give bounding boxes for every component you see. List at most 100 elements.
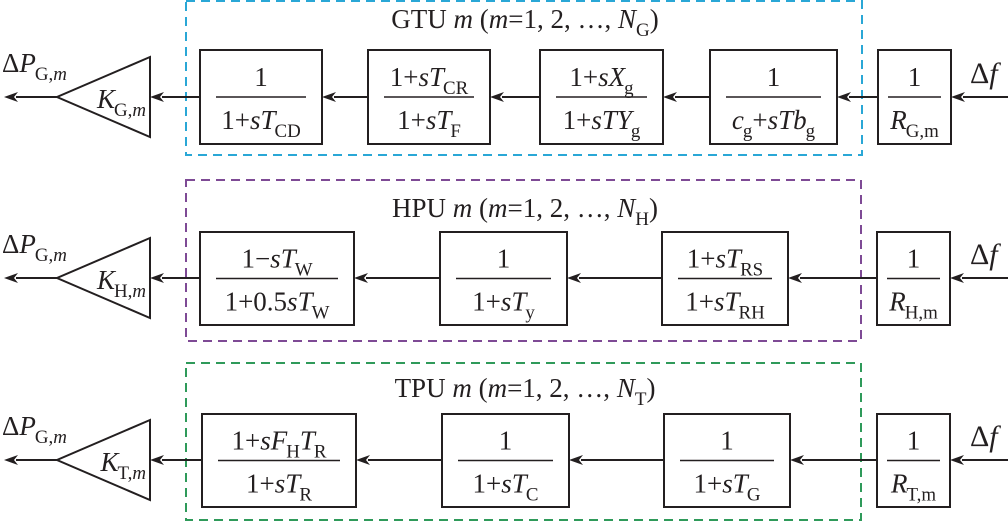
numerator: 1 bbox=[720, 426, 734, 456]
tpu-block-tg: 1 1+sTG bbox=[663, 413, 791, 508]
math-term: 1+ bbox=[563, 105, 592, 135]
math-term: 1 bbox=[497, 244, 511, 274]
math-term: 1+0.5 bbox=[225, 287, 287, 317]
title-part: ) bbox=[649, 193, 658, 223]
signal-arrow-head bbox=[569, 455, 583, 465]
subscript: m bbox=[132, 463, 146, 484]
subscript: T, bbox=[117, 463, 132, 484]
input-signal-label: Δf bbox=[970, 57, 1001, 90]
output-signal-label: ΔPG,m bbox=[2, 411, 67, 448]
math-term: s bbox=[250, 105, 261, 135]
tpu-gain-block: KT,m bbox=[54, 418, 151, 502]
title-part: ( bbox=[472, 373, 488, 403]
gain-triangle bbox=[54, 55, 151, 139]
subscript: H bbox=[286, 442, 300, 463]
math-term: T bbox=[285, 469, 302, 499]
output-arrow-head bbox=[4, 92, 18, 102]
math-term: F bbox=[270, 426, 288, 456]
math-term: s bbox=[714, 287, 725, 317]
denominator: 1+sTG bbox=[694, 469, 761, 506]
title-part: m bbox=[489, 4, 509, 34]
denominator: RG,m bbox=[889, 105, 939, 142]
title-part: T bbox=[635, 389, 647, 410]
numerator: 1+sTCR bbox=[390, 62, 469, 99]
math-term: Δ bbox=[970, 57, 989, 90]
subscript: H, bbox=[114, 281, 132, 302]
title-part: ) bbox=[646, 373, 655, 403]
subscript: CR bbox=[443, 78, 469, 99]
subscript: g bbox=[631, 121, 641, 142]
math-term: K bbox=[96, 265, 117, 295]
gtu-droop-block: 1RG,m bbox=[877, 49, 952, 145]
input-signal-label: Δf bbox=[970, 420, 1001, 453]
title-part: TPU bbox=[395, 373, 446, 403]
math-term: X bbox=[608, 62, 627, 92]
math-term: P bbox=[18, 229, 36, 259]
subscript: g bbox=[806, 121, 816, 142]
math-term: K bbox=[96, 84, 117, 114]
subscript: RS bbox=[740, 260, 763, 281]
math-term: T bbox=[724, 287, 741, 317]
hpu-droop-block: 1RH,m bbox=[876, 231, 951, 326]
math-term: s bbox=[591, 105, 602, 135]
hpu-block-water-hammer: 1−sTW 1+0.5sTW bbox=[199, 231, 355, 326]
math-term: s bbox=[501, 287, 512, 317]
title-part bbox=[447, 4, 454, 34]
subscript: T,m bbox=[906, 485, 936, 506]
subscript: RH bbox=[739, 303, 766, 324]
gain-triangle bbox=[54, 418, 151, 502]
subscript: G, bbox=[114, 100, 132, 121]
tpu-title: TPU m (m=1, 2, …, NT) bbox=[395, 373, 656, 410]
subscript: W bbox=[312, 303, 330, 324]
subscript: C bbox=[526, 485, 539, 506]
signal-arrow-head bbox=[356, 455, 370, 465]
title-part: N bbox=[617, 4, 638, 34]
math-term: 1+ bbox=[397, 105, 426, 135]
math-term: s bbox=[598, 62, 609, 92]
math-term: T bbox=[436, 105, 453, 135]
hpu-title: HPU m (m=1, 2, …, NH) bbox=[392, 193, 658, 230]
denominator: RH,m bbox=[888, 287, 938, 324]
title-part: ) bbox=[650, 4, 659, 34]
math-term: 1+ bbox=[687, 244, 716, 274]
title-part bbox=[446, 373, 453, 403]
signal-arrow-head bbox=[837, 92, 851, 102]
title-part: H bbox=[635, 209, 649, 230]
math-term: 1− bbox=[241, 244, 270, 274]
numerator: 1 bbox=[499, 426, 513, 456]
title-part bbox=[446, 193, 453, 223]
signal-arrow-head bbox=[663, 92, 677, 102]
math-term: f bbox=[989, 238, 1001, 271]
math-term: TY bbox=[602, 105, 635, 135]
gtu-gain-block: KG,m bbox=[54, 55, 151, 139]
title-part: N bbox=[616, 193, 637, 223]
math-term: T bbox=[733, 469, 750, 499]
title-part: =1, 2, …, bbox=[507, 373, 617, 403]
gtu-block-cg-tbg: 1cg+sTbg bbox=[709, 49, 838, 145]
signal-arrow-head bbox=[490, 92, 504, 102]
math-term: T bbox=[281, 244, 298, 274]
denominator: 1+sTy bbox=[472, 287, 535, 324]
denominator: 1+sTRH bbox=[685, 287, 765, 324]
numerator: 1 bbox=[907, 244, 921, 274]
math-term: s bbox=[426, 105, 437, 135]
title-part: m bbox=[454, 4, 474, 34]
signal-arrow-head bbox=[150, 273, 164, 283]
hpu-block-ty: 1 1+sTy bbox=[439, 231, 568, 326]
row-gtu: GTU m (m=1, 2, …, NG)Δf1RG,m1cg+sTbg1+sX… bbox=[2, 0, 1008, 156]
math-term: s bbox=[722, 469, 733, 499]
math-term: K bbox=[99, 447, 120, 477]
subscript: H,m bbox=[905, 303, 938, 324]
gain-label: KH,m bbox=[96, 265, 146, 302]
math-term: 1 bbox=[720, 426, 734, 456]
numerator: 1−sTW bbox=[241, 244, 312, 281]
math-term: Δ bbox=[2, 411, 19, 441]
math-term: Δ bbox=[2, 229, 19, 259]
math-term: R bbox=[890, 469, 908, 499]
denominator: 1+sTCD bbox=[221, 105, 301, 142]
math-term: Δ bbox=[970, 420, 989, 453]
denominator: 1+0.5sTW bbox=[225, 287, 330, 324]
signal-arrow-head bbox=[567, 273, 581, 283]
math-term: R bbox=[889, 105, 907, 135]
